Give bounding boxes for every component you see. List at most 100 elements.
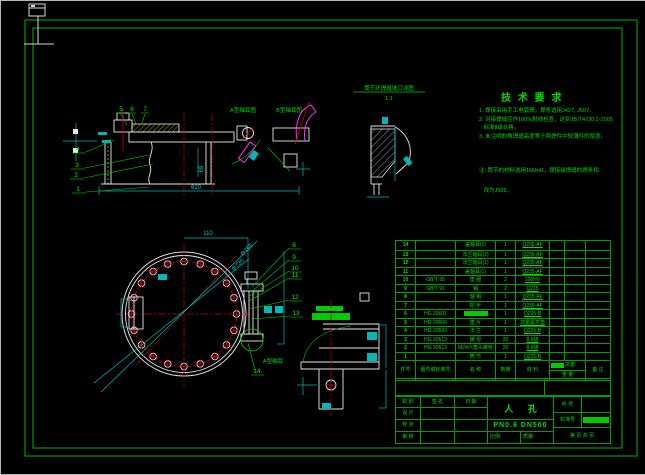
part-remark-cell	[585, 241, 610, 250]
part-unit-weight-cell	[549, 292, 564, 301]
dimension-side-height: 69	[199, 165, 205, 172]
balloon-3: 3	[75, 162, 79, 169]
part-qty-cell: 1	[495, 258, 515, 267]
part-unit-weight-cell	[549, 300, 564, 309]
part-material-cell: Q235-AF	[515, 300, 549, 309]
part-std-cell	[415, 300, 455, 309]
part-total-weight-cell	[564, 258, 585, 267]
part-total-weight-cell	[564, 275, 585, 284]
part-qty-cell: 1	[495, 249, 515, 258]
part-name-cell: 法 兰	[455, 326, 495, 335]
part-total-weight-cell	[564, 343, 585, 352]
part-item-cell: 11	[396, 266, 415, 276]
balloon-callouts: 5 6 7 4 3 2 1 8 9	[70, 106, 303, 376]
side-section-view: 69 610	[63, 109, 300, 195]
part-name-cell: 盖轴耳(1)	[455, 266, 495, 275]
part-no-value[interactable]	[581, 396, 611, 413]
balloon-10: 10	[291, 265, 299, 272]
header-weight-bottom: 重 量	[561, 372, 574, 378]
part-remark-cell	[585, 249, 610, 258]
part-name-cell: 法兰轴耳(2)	[455, 249, 495, 258]
header-name: 名 称	[455, 361, 495, 380]
part-item-cell: 8	[396, 292, 415, 301]
part-item-cell: 3	[396, 334, 415, 344]
part-std-cell: GB/T 91	[415, 283, 455, 292]
part-material-cell: 8.8级	[515, 334, 549, 343]
part-std-cell: HG 20613	[415, 343, 455, 352]
part-qty-cell: 2	[495, 283, 515, 292]
balloon-1: 1	[76, 186, 80, 193]
part-unit-weight-cell	[549, 334, 564, 343]
part-item-cell: 10	[396, 275, 415, 284]
date-audit[interactable]	[454, 431, 488, 444]
lug-a-detail-label: A型轴耳	[263, 357, 284, 365]
part-remark-cell	[585, 317, 610, 326]
part-name-cell: 螺 母	[455, 334, 495, 343]
app-ucs-icon	[28, 3, 46, 17]
part-name-cell	[455, 309, 495, 318]
std-no-value[interactable]	[581, 412, 611, 428]
part-qty-cell: 1	[495, 241, 515, 250]
part-unit-weight-cell	[549, 343, 564, 352]
dimension-circle-d2: Φ735	[231, 258, 246, 273]
part-item-cell: 6	[396, 309, 415, 318]
part-std-cell	[415, 241, 455, 250]
header-remark: 备 注	[585, 361, 610, 380]
flange-circular-view: Φ755 Φ735 110	[93, 231, 285, 393]
header-weight-total: 总重	[565, 362, 576, 368]
part-std-cell: HG 20613	[415, 334, 455, 343]
part-total-weight-cell	[564, 266, 585, 275]
balloon-14: 14	[253, 368, 261, 375]
part-item-cell: 12	[396, 258, 415, 267]
part-total-weight-cell	[564, 309, 585, 318]
lug-a-view: A型轴耳图	[230, 106, 261, 165]
tech-requirement-note: 改为J506。	[479, 187, 513, 194]
balloon-4: 4	[76, 146, 80, 153]
part-remark-cell	[585, 300, 610, 309]
part-material-cell: Q235-AF	[515, 266, 549, 275]
part-item-cell: 4	[396, 326, 415, 335]
part-name-cell: 垫 圈	[455, 275, 495, 284]
part-material-cell: Q235-AF	[515, 241, 549, 250]
tech-requirements-title: 技 术 要 求	[501, 93, 564, 104]
header-drawing-no: 图号或标准号	[415, 361, 455, 380]
part-unit-weight-cell	[549, 275, 564, 284]
part-remark-cell	[585, 266, 610, 275]
parts-table-header: 件号 图号或标准号 名 称 数量 材 料 总重 重 量 备 注	[396, 360, 610, 380]
balloon-6: 6	[130, 106, 134, 113]
scale-label: 比例:	[487, 431, 521, 444]
part-total-weight-cell	[564, 334, 585, 343]
part-item-cell: 2	[396, 343, 415, 352]
tech-requirement-note: 注: 筒节的材料选用16MnR，焊接级焊缝的焊条相	[479, 168, 599, 174]
part-name-cell: 垫 片	[455, 317, 495, 326]
lug-section-detail	[297, 292, 387, 416]
tech-requirement-line: 2. 对接焊缝应作100%射线检查，达到JB/T4730.2-2005	[479, 116, 613, 123]
bolt-hole-pattern	[126, 256, 242, 372]
part-name-cell: 法兰轴耳(1)	[455, 258, 495, 267]
tech-requirement-line: 1. 焊接采用手工电弧焊，焊条选用J427, J507。	[479, 108, 595, 114]
part-remark-cell	[585, 283, 610, 292]
part-std-cell	[415, 258, 455, 267]
part-qty-cell: 1	[495, 266, 515, 275]
crosshair-cursor	[24, 16, 54, 45]
part-unit-weight-cell	[549, 351, 564, 360]
part-name-cell: 筒 节	[455, 351, 495, 360]
part-item-cell: 7	[396, 300, 415, 310]
part-unit-weight-cell	[549, 258, 564, 267]
part-qty-cell: 1	[495, 292, 515, 301]
sign-audit[interactable]	[420, 431, 455, 444]
balloon-11: 11	[292, 272, 299, 279]
part-remark-cell	[585, 334, 610, 343]
balloon-12: 12	[291, 294, 299, 301]
mass-label: 质量:	[520, 431, 554, 444]
part-total-weight-cell	[564, 317, 585, 326]
part-qty-cell: 20	[495, 343, 515, 352]
part-std-cell: HG 20601	[415, 309, 455, 318]
